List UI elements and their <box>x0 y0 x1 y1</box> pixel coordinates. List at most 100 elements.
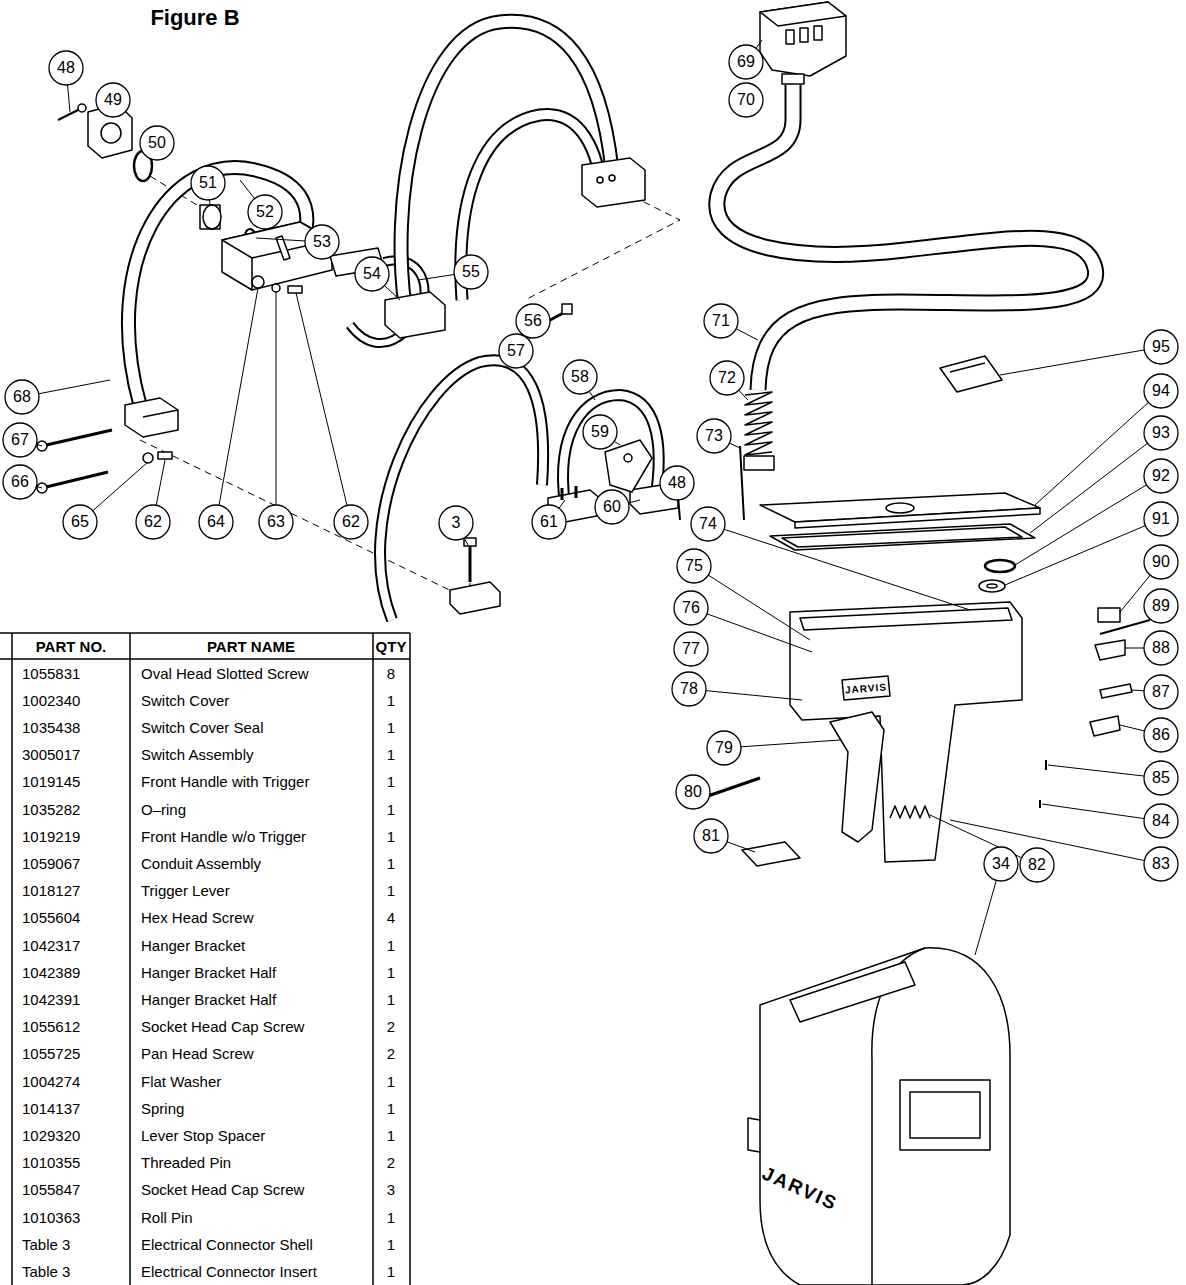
table-cell: 1019145 <box>22 774 80 789</box>
illustration-part <box>1030 433 1161 533</box>
callout-circles <box>3 45 1178 882</box>
illustration-part <box>575 486 578 498</box>
table-cell: 1 <box>387 747 395 762</box>
illustration-part <box>1039 800 1041 808</box>
callout-circle <box>677 549 711 583</box>
callout-circle <box>355 257 389 291</box>
callout-number: 68 <box>13 389 31 405</box>
illustration-part <box>78 104 86 112</box>
callout-circle <box>248 195 282 229</box>
callout-number: 74 <box>699 516 717 532</box>
illustration-part <box>0 633 410 1285</box>
illustration-part <box>401 21 612 325</box>
callout-circle <box>1144 545 1178 579</box>
illustration-part <box>800 28 808 42</box>
illustration-part <box>385 292 445 338</box>
callout-number: 84 <box>1152 813 1170 829</box>
table-cell: 1 <box>387 1264 395 1279</box>
table-cell: Table 3 <box>22 1237 70 1252</box>
illustration-part <box>748 1118 760 1152</box>
illustration-part <box>814 26 822 40</box>
illustration-part <box>597 177 603 183</box>
callout-circle <box>259 505 293 539</box>
illustration-part <box>42 430 112 446</box>
illustration-part <box>677 40 1161 955</box>
illustration-part <box>800 608 1012 630</box>
illustration-part <box>745 392 772 455</box>
callout-number: 79 <box>715 740 733 756</box>
table-cell: Threaded Pin <box>141 1155 231 1170</box>
callout-circle <box>516 304 550 338</box>
illustration-part <box>717 85 1096 390</box>
illustration-part <box>890 806 930 818</box>
callout-number: 55 <box>462 264 480 280</box>
callout-circle <box>1144 589 1178 623</box>
table-cell: 1018127 <box>22 883 80 898</box>
callout-number: 93 <box>1152 425 1170 441</box>
callout-circle <box>1144 502 1178 536</box>
illustration-part <box>900 1080 990 1150</box>
table-cell: 1019219 <box>22 829 80 844</box>
callout-circle <box>694 819 728 853</box>
table-cell: 1055847 <box>22 1182 80 1197</box>
table-cell: Switch Cover <box>141 693 229 708</box>
callout-number: 48 <box>57 60 75 76</box>
illustration-part <box>760 948 1010 1285</box>
illustration-part <box>609 175 615 181</box>
illustration-part <box>705 778 760 797</box>
table-cell: 1 <box>387 938 395 953</box>
callout-circle <box>704 304 738 338</box>
table-cell: 1014137 <box>22 1101 80 1116</box>
table-cell: 1 <box>387 856 395 871</box>
callout-circle <box>136 505 170 539</box>
callout-circle <box>595 490 629 524</box>
callout-circle <box>674 591 708 625</box>
table-header: PART NO. <box>36 639 107 654</box>
table-header: QTY <box>376 639 407 654</box>
callout-number: 64 <box>207 514 225 530</box>
illustration-part <box>401 21 612 325</box>
callout-number: 89 <box>1152 598 1170 614</box>
callout-circle <box>191 166 225 200</box>
callout-circle <box>49 51 83 85</box>
illustration-part <box>694 566 810 640</box>
callout-circle <box>3 465 37 499</box>
illustration-part <box>200 205 220 229</box>
illustration-part <box>0 632 410 634</box>
table-cell: 1035438 <box>22 720 80 735</box>
callout-number: 77 <box>682 641 700 657</box>
illustration-part <box>790 602 1022 862</box>
illustration-part <box>1042 804 1161 821</box>
callout-number: 70 <box>737 92 755 108</box>
callout-number: 66 <box>11 474 29 490</box>
table-cell: 1010363 <box>22 1210 80 1225</box>
callout-number: 60 <box>603 499 621 515</box>
illustration-part <box>42 472 108 488</box>
illustration-part <box>140 175 680 600</box>
table-cell: 1004274 <box>22 1074 80 1089</box>
callout-circle <box>697 419 731 453</box>
callout-number: 87 <box>1152 684 1170 700</box>
callout-circle <box>691 507 725 541</box>
callout-number: 76 <box>682 600 700 616</box>
illustration-part <box>272 284 280 292</box>
callout-number: 52 <box>256 204 274 220</box>
illustration-part <box>380 360 543 620</box>
illustration-part <box>930 815 1037 865</box>
table-cell: 3005017 <box>22 747 80 762</box>
table-cell: Spring <box>141 1101 184 1116</box>
illustration <box>0 2 1161 1285</box>
callout-number: 88 <box>1152 640 1170 656</box>
illustration-part <box>561 488 564 500</box>
callout-circle <box>3 423 37 457</box>
callout-circle <box>334 505 368 539</box>
illustration-part <box>296 293 351 522</box>
table-cell: 1 <box>387 883 395 898</box>
illustration-part <box>11 633 13 1285</box>
illustration-part <box>140 440 470 600</box>
callout-number: 71 <box>712 313 730 329</box>
illustration-part <box>409 633 411 1285</box>
illustration-part <box>624 454 632 462</box>
illustration-part <box>276 292 277 522</box>
callout-number: 91 <box>1152 511 1170 527</box>
